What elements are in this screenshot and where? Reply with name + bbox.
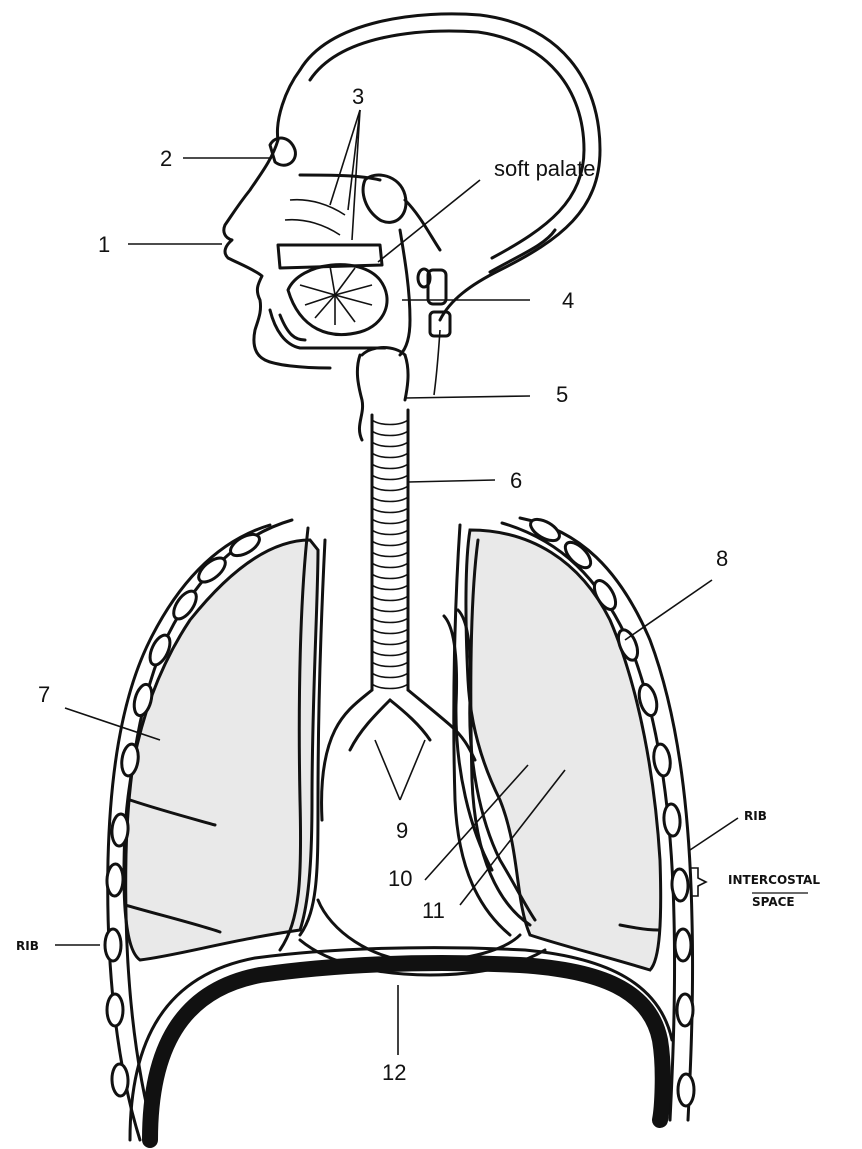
rib-bead <box>111 1064 128 1097</box>
label-7: 7 <box>38 682 50 707</box>
trachea-ring <box>372 629 408 634</box>
trachea-ring <box>372 684 408 689</box>
label-rib-right: RIB <box>744 809 767 823</box>
leader-9a <box>375 740 400 800</box>
trachea-ring <box>372 453 408 458</box>
label-11: 11 <box>422 898 445 923</box>
label-2: 2 <box>160 146 172 171</box>
trachea-ring <box>372 651 408 656</box>
trachea-ring <box>372 541 408 546</box>
trachea-ring <box>372 574 408 579</box>
rib-bead <box>678 1074 694 1106</box>
label-9: 9 <box>396 818 408 843</box>
label-6: 6 <box>510 468 522 493</box>
label-1: 1 <box>98 232 110 257</box>
trachea-ring <box>372 596 408 601</box>
trachea-ring <box>372 530 408 535</box>
rib-bead <box>527 515 563 545</box>
label-4: 4 <box>562 288 574 313</box>
trachea-ring <box>372 497 408 502</box>
leader-5 <box>405 396 530 398</box>
rib-bead <box>111 813 129 846</box>
label-3: 3 <box>352 84 364 109</box>
label-rib-left: RIB <box>16 939 39 953</box>
trachea-ring <box>372 552 408 557</box>
diaphragm <box>130 948 672 1140</box>
rib-bead <box>106 864 123 897</box>
trachea-ring <box>372 673 408 678</box>
label-intercostal-line2: SPACE <box>752 895 795 909</box>
trachea-ring <box>372 420 408 425</box>
rib-bead <box>105 929 121 961</box>
label-8: 8 <box>716 546 728 571</box>
rib-bead <box>671 869 688 902</box>
label-5: 5 <box>556 382 568 407</box>
trachea-ring <box>372 563 408 568</box>
leader-9b <box>400 740 425 800</box>
trachea-ring <box>372 431 408 436</box>
rib-bead <box>663 803 681 836</box>
trachea-ring <box>372 618 408 623</box>
trachea-ring <box>372 607 408 612</box>
trachea-ring <box>372 585 408 590</box>
trachea-ring <box>372 640 408 645</box>
trachea-ring <box>372 464 408 469</box>
rib-bead <box>652 743 672 777</box>
left-lung <box>124 540 318 960</box>
leader-8 <box>625 580 712 640</box>
rib-bead <box>677 994 693 1026</box>
head-outline <box>224 14 600 395</box>
leader-rib-right <box>690 818 738 850</box>
rib-bead <box>675 929 691 961</box>
trachea-ring <box>372 486 408 491</box>
label-12: 12 <box>382 1060 406 1085</box>
label-soft-palate: soft palate <box>494 156 596 181</box>
trachea-ring <box>372 475 408 480</box>
trachea-ring <box>372 519 408 524</box>
label-intercostal-line1: INTERCOSTAL <box>728 873 820 887</box>
trachea <box>357 348 408 691</box>
label-10: 10 <box>388 866 412 891</box>
trachea-ring <box>372 442 408 447</box>
trachea-ring <box>372 508 408 513</box>
rib-bead <box>107 994 123 1026</box>
trachea-ring <box>372 662 408 667</box>
leader-6 <box>408 480 495 482</box>
right-lung <box>466 530 661 970</box>
